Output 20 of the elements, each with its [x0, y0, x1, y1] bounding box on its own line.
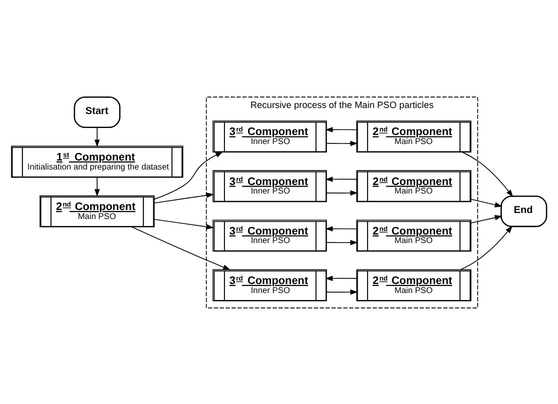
arrow	[326, 140, 358, 146]
arrow	[325, 226, 357, 231]
arrow	[131, 226, 231, 270]
arrow	[154, 192, 214, 203]
arrow	[462, 151, 514, 197]
arrow	[94, 176, 100, 196]
arrow	[325, 176, 357, 182]
arrow	[326, 288, 358, 294]
arrow	[325, 126, 357, 132]
arrow	[470, 214, 502, 223]
arrow	[326, 239, 358, 245]
arrow	[94, 126, 100, 147]
arrow	[154, 151, 224, 200]
arrow	[460, 225, 513, 270]
node-box: Start	[74, 96, 120, 128]
arrow	[470, 198, 502, 207]
arrow	[326, 190, 358, 196]
node-box: End	[500, 195, 548, 227]
arrow	[154, 218, 214, 229]
arrow	[325, 275, 357, 281]
